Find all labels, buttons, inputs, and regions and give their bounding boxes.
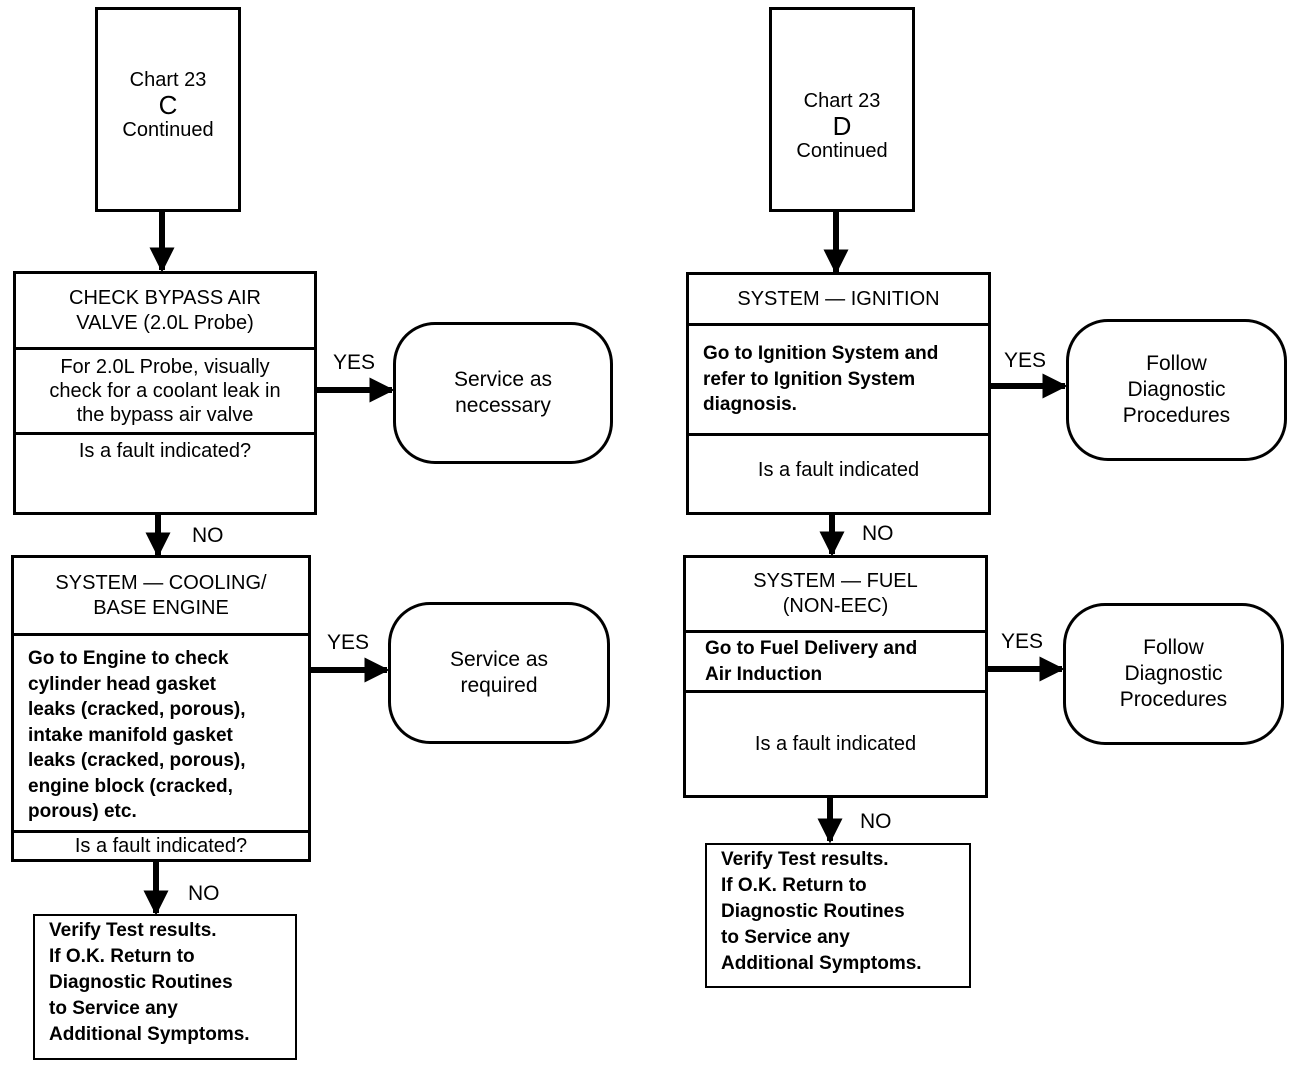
follow-diagnostic-procedures-box-2: Follow Diagnostic Procedures [1063,603,1284,745]
chart-d-number: Chart 23 [803,90,881,112]
system-ignition-box: SYSTEM — IGNITION Go to Ignition System … [686,272,991,515]
cooling-question: Is a fault indicated? [14,830,308,859]
check-bypass-instructions: For 2.0L Probe, visually check for a coo… [16,347,314,432]
chart-d-continued: Continued [796,140,888,162]
ignition-title: SYSTEM — IGNITION [737,287,940,310]
cooling-instructions: Go to Engine to check cylinder head gask… [14,633,308,830]
ignition-no-label: NO [862,522,894,545]
cooling-title: SYSTEM — COOLING/ BASE ENGINE [55,571,267,619]
verify-test-results-box-right: Verify Test results. If O.K. Return to D… [705,843,971,988]
fuel-instructions: Go to Fuel Delivery and Air Induction [686,630,985,690]
chart-d-letter: D [832,111,852,141]
chart-23-d-continued-box: Chart 23 D Continued [769,7,915,212]
system-fuel-non-eec-box: SYSTEM — FUEL (NON-EEC) Go to Fuel Deliv… [683,555,988,798]
check-bypass-air-valve-box: CHECK BYPASS AIR VALVE (2.0L Probe) For … [13,271,317,515]
check-bypass-title: CHECK BYPASS AIR VALVE (2.0L Probe) [69,286,261,334]
service-as-necessary-box: Service as necessary [393,322,613,464]
fuel-yes-label: YES [1001,630,1044,653]
fuel-question: Is a fault indicated [686,690,985,795]
fuel-title: SYSTEM — FUEL (NON-EEC) [753,570,918,617]
check-bypass-question: Is a fault indicated? [16,432,314,512]
system-cooling-base-engine-box: SYSTEM — COOLING/ BASE ENGINE Go to Engi… [11,555,311,862]
bypass-no-label: NO [192,524,224,547]
cooling-no-label: NO [188,882,220,905]
chart-c-continued: Continued [122,119,214,141]
service-as-required-box: Service as required [388,602,610,744]
ignition-instructions: Go to Ignition System and refer to Ignit… [689,323,988,433]
bypass-yes-label: YES [333,351,376,374]
chart-c-letter: C [158,90,178,120]
fuel-no-label: NO [860,810,892,833]
verify-test-results-box-left: Verify Test results. If O.K. Return to D… [33,914,297,1060]
ignition-question: Is a fault indicated [689,433,988,512]
chart-c-number: Chart 23 [129,69,207,91]
follow-diagnostic-procedures-box-1: Follow Diagnostic Procedures [1066,319,1287,461]
cooling-yes-label: YES [327,631,370,654]
chart-23-c-continued-box: Chart 23 C Continued [95,7,241,212]
ignition-yes-label: YES [1004,349,1047,372]
